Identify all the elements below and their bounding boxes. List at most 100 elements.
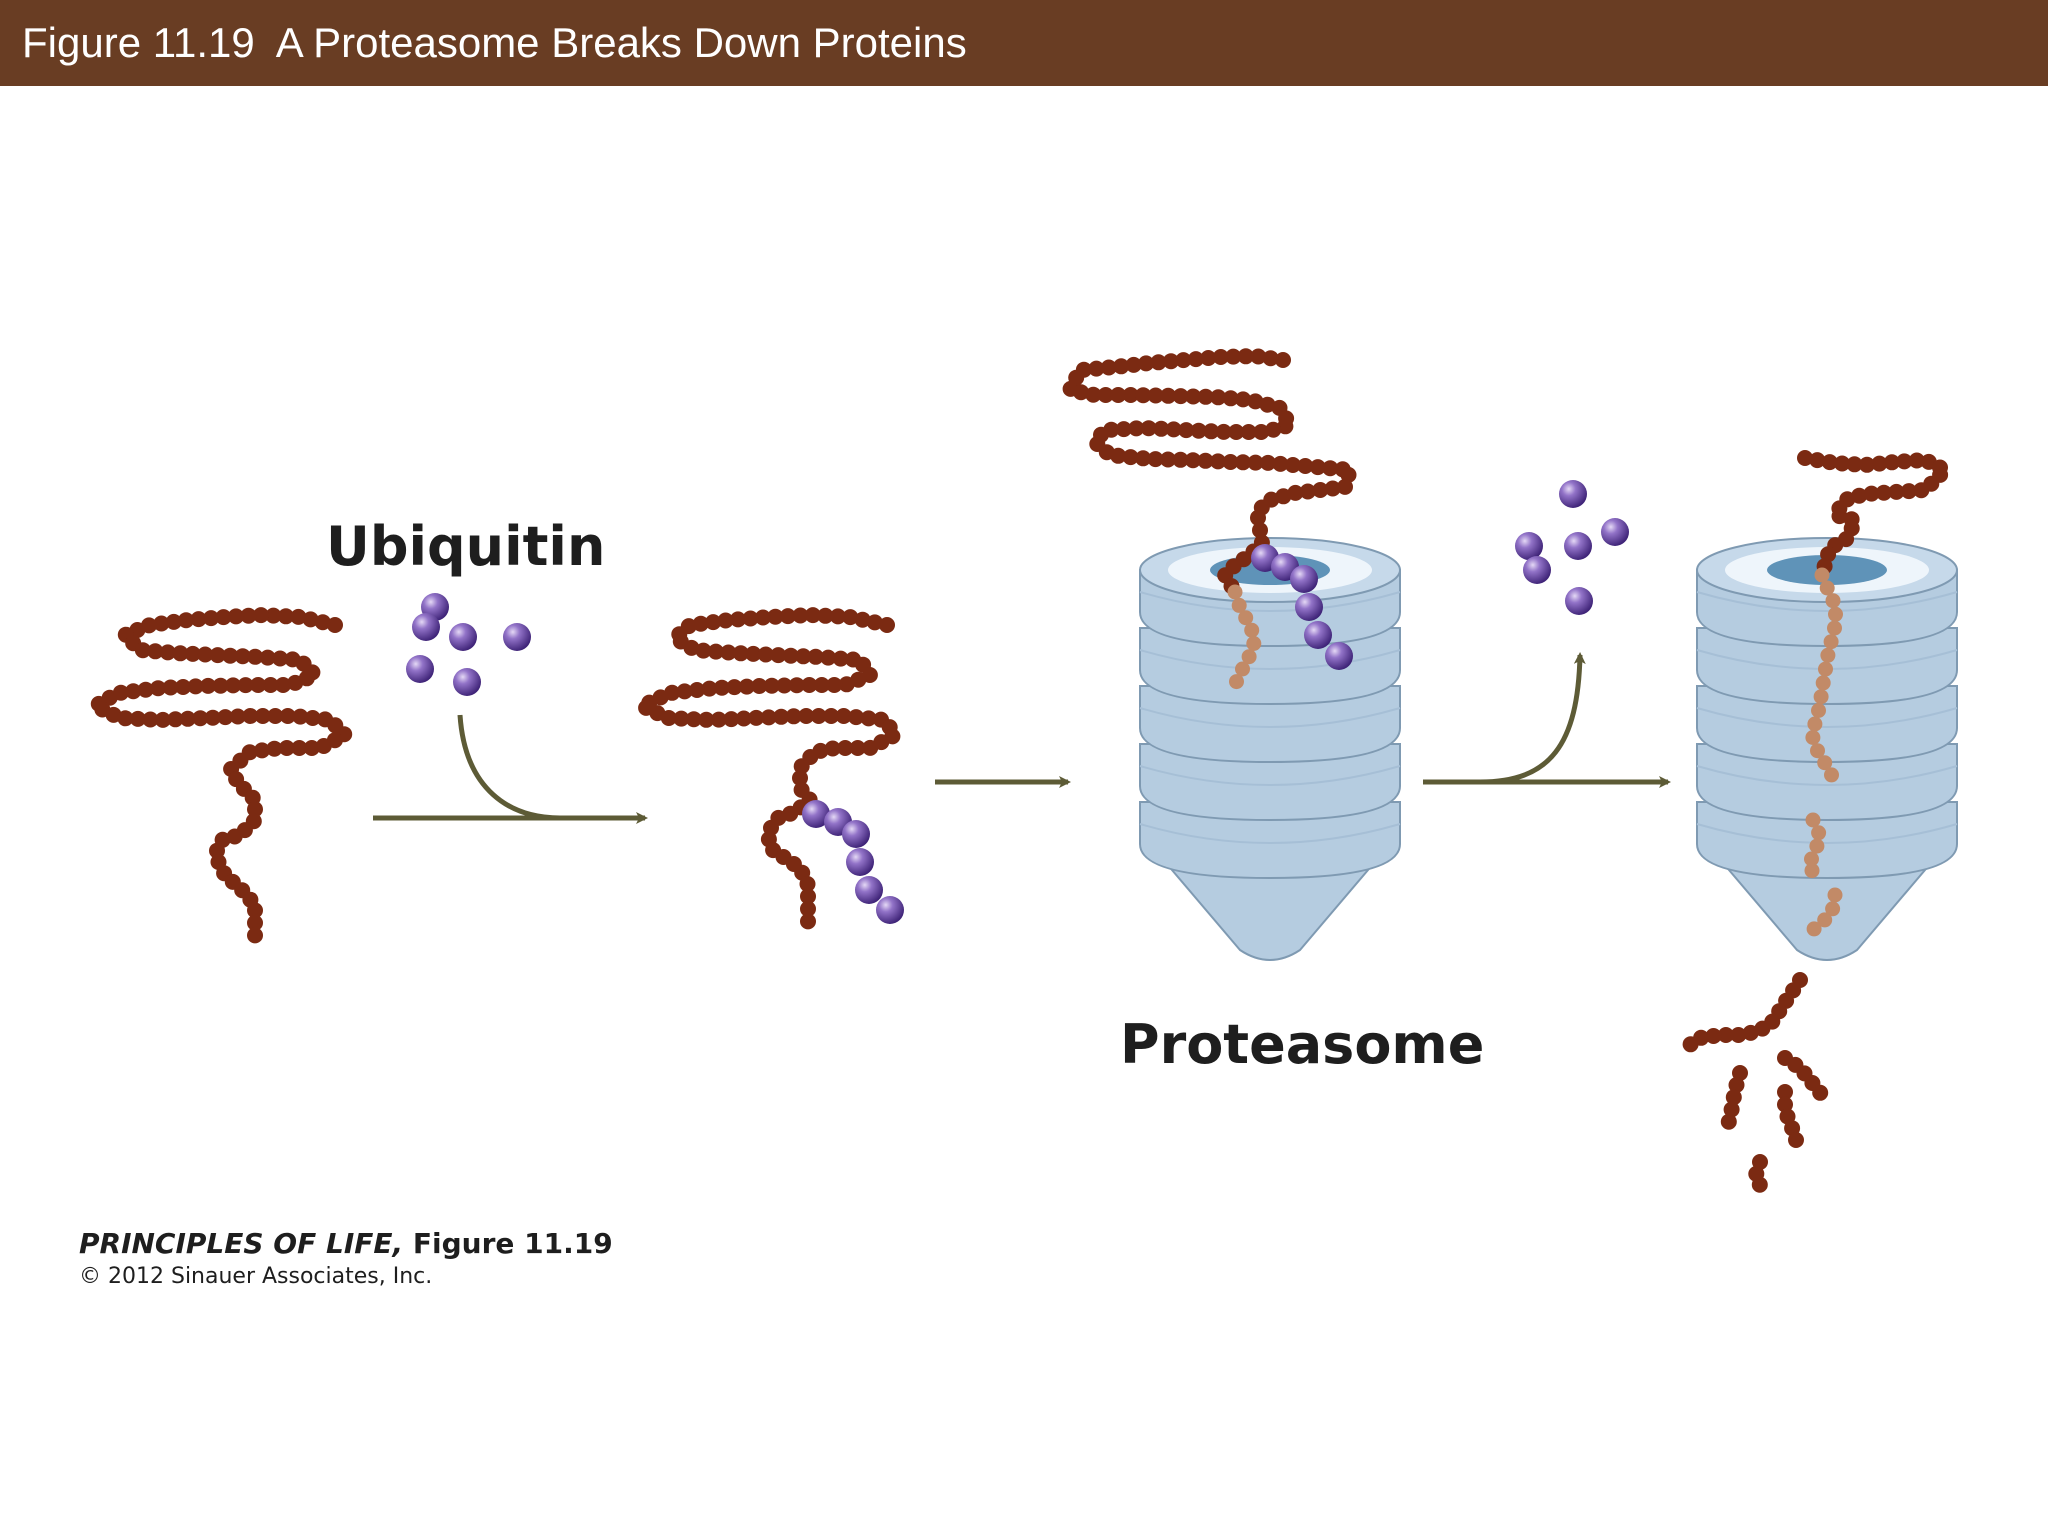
amino-acid-bead — [172, 645, 189, 662]
amino-acid-bead — [314, 614, 331, 631]
amino-acid-bead — [717, 612, 734, 629]
amino-acid-bead — [1797, 450, 1813, 466]
amino-acid-bead — [1908, 452, 1925, 469]
amino-acid-bead — [1896, 453, 1913, 470]
amino-acid-bead — [1088, 360, 1105, 377]
amino-acid-bead — [798, 708, 815, 724]
amino-acid-bead — [222, 647, 239, 664]
ubiquitin-chain-entering — [1251, 544, 1353, 670]
amino-acid-bead — [1299, 483, 1316, 500]
amino-acid-bead — [302, 611, 319, 628]
amino-acid-bead — [1819, 580, 1835, 596]
amino-acid-bead — [287, 674, 304, 691]
amino-acid-bead — [692, 615, 709, 632]
amino-acid-bead — [1250, 509, 1266, 526]
amino-acid-bead — [1160, 387, 1177, 404]
amino-acid-bead — [732, 645, 749, 662]
protein-chain-free — [90, 607, 353, 944]
amino-acid-bead — [813, 677, 830, 693]
amino-acid-bead — [751, 678, 768, 694]
amino-acid-bead — [705, 614, 722, 631]
amino-acid-bead — [1262, 350, 1279, 367]
amino-acid-bead — [1863, 485, 1880, 502]
amino-acid-bead — [1237, 348, 1254, 365]
protein-fragments-inside — [1804, 812, 1827, 879]
amino-acid-bead — [1275, 352, 1291, 368]
amino-acid-bead — [154, 711, 171, 728]
amino-acid-bead — [673, 710, 690, 727]
amino-acid-bead — [1125, 356, 1142, 373]
amino-acid-bead — [1135, 387, 1152, 404]
amino-acid-bead — [1806, 921, 1822, 937]
amino-acid-bead — [291, 740, 308, 756]
amino-acid-bead — [837, 740, 854, 756]
amino-acid-bead — [1175, 352, 1192, 369]
amino-acid-bead — [1210, 453, 1226, 470]
amino-acid-bead — [1225, 348, 1242, 365]
amino-acid-bead — [315, 738, 332, 754]
amino-acid-bead — [760, 709, 777, 726]
proteasome-entering — [1139, 537, 1401, 961]
amino-acid-bead — [1814, 567, 1830, 583]
amino-acid-bead — [1272, 455, 1289, 472]
amino-acid-bead — [1751, 1176, 1768, 1193]
amino-acid-bead — [247, 648, 264, 665]
amino-acid-bead — [689, 682, 705, 698]
arrow-ubiquitin-release — [1479, 652, 1586, 785]
amino-acid-bead — [801, 677, 818, 693]
amino-acid-bead — [1197, 452, 1214, 469]
amino-acid-bead — [800, 900, 816, 917]
amino-acid-bead — [1818, 661, 1833, 677]
ubiquitin-cluster — [406, 593, 531, 696]
amino-acid-bead — [1163, 353, 1179, 370]
amino-acid-bead — [660, 710, 677, 726]
amino-acid-bead — [792, 770, 808, 786]
ubiquitin-molecule — [412, 613, 440, 641]
amino-acid-bead — [807, 648, 824, 665]
ubiquitin-molecule — [846, 848, 874, 876]
amino-acid-bead — [1834, 455, 1851, 472]
amino-acid-bead — [165, 613, 182, 630]
amino-acid-bead — [1247, 393, 1264, 410]
amino-acid-bead — [1846, 456, 1863, 473]
amino-acid-bead — [247, 801, 263, 818]
arrow-ubiquitin-attach — [457, 714, 561, 821]
amino-acid-bead — [723, 711, 740, 728]
amino-acid-bead — [275, 677, 292, 693]
ubiquitin-molecule — [1564, 532, 1592, 560]
amino-acid-bead — [748, 709, 765, 726]
amino-acid-bead — [799, 876, 816, 892]
amino-acid-bead — [1110, 447, 1127, 464]
amino-acid-bead — [1777, 1084, 1793, 1100]
ubiquitin-molecule — [855, 876, 883, 904]
amino-acid-bead — [1212, 349, 1229, 365]
amino-acid-bead — [779, 608, 796, 625]
amino-acid-bead — [1811, 825, 1827, 841]
amino-acid-bead — [1913, 482, 1930, 499]
amino-acid-bead — [1287, 484, 1304, 501]
amino-acid-bead — [835, 708, 852, 724]
amino-acid-bead — [187, 678, 204, 695]
amino-acid-bead — [1244, 622, 1260, 638]
amino-acid-bead — [730, 611, 746, 628]
amino-acid-bead — [1900, 483, 1917, 500]
amino-acid-bead — [175, 679, 192, 695]
amino-acid-bead — [795, 648, 812, 665]
amino-acid-bead — [1723, 1101, 1740, 1118]
amino-acid-bead — [842, 609, 859, 626]
ubiquitin-molecule — [1290, 565, 1318, 593]
amino-acid-bead — [1259, 396, 1276, 413]
amino-acid-bead — [253, 607, 269, 624]
protein-chain-tagged — [638, 607, 901, 930]
amino-acid-bead — [1705, 1028, 1722, 1044]
amino-acid-bead — [1228, 424, 1245, 440]
amino-acid-bead — [1235, 391, 1252, 408]
peptide-fragment — [1777, 1084, 1804, 1148]
amino-acid-bead — [1110, 387, 1127, 403]
amino-acid-bead — [1340, 466, 1357, 483]
amino-acid-bead — [237, 677, 254, 694]
amino-acid-bead — [247, 927, 263, 944]
amino-acid-bead — [1823, 634, 1839, 650]
amino-acid-bead — [250, 677, 267, 693]
amino-acid-bead — [1732, 1065, 1748, 1081]
